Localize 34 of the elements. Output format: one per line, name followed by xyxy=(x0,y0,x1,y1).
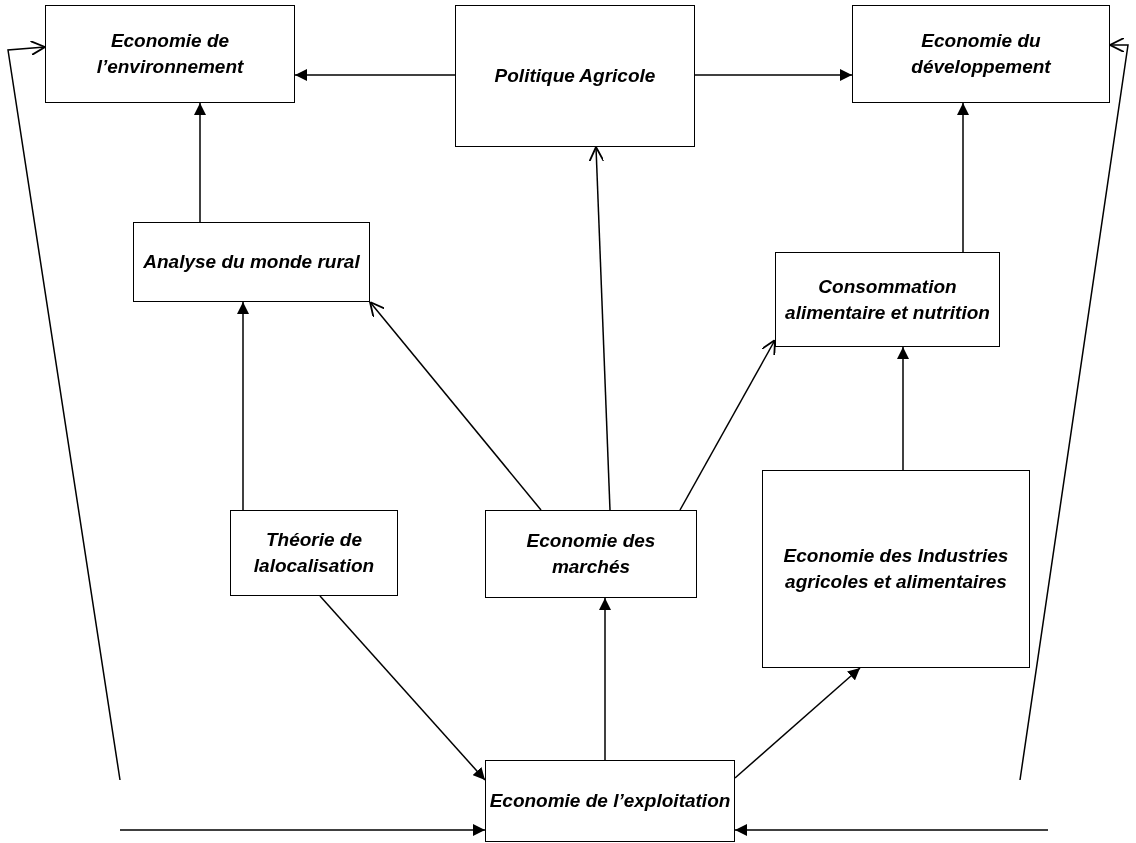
box xyxy=(485,510,697,598)
box xyxy=(455,5,695,147)
arrow xyxy=(734,824,1049,836)
box xyxy=(485,760,735,842)
arrow xyxy=(237,301,249,511)
node-label: Economie de l’environnement xyxy=(95,29,245,79)
arrow xyxy=(369,301,542,511)
arrow xyxy=(734,667,861,779)
arrow xyxy=(599,597,611,761)
arrow xyxy=(319,595,486,781)
arrow xyxy=(694,69,853,81)
node-label: Economie de l’exploitation xyxy=(489,789,731,814)
node-label: Théorie de lalocalisation xyxy=(252,528,376,578)
arrow xyxy=(957,102,969,253)
arrow xyxy=(897,346,909,471)
arrow xyxy=(1019,37,1129,781)
node-label: Analyse du monde rural xyxy=(143,250,360,275)
node-label: Economie des marchés xyxy=(525,529,657,579)
box xyxy=(133,222,370,302)
node-label: Economie des Industries agricoles et alimentaires xyxy=(782,544,1010,594)
box xyxy=(230,510,398,596)
box xyxy=(762,470,1030,668)
box xyxy=(852,5,1110,103)
box xyxy=(775,252,1000,347)
node-label: Politique Agricole xyxy=(494,64,656,89)
arrow xyxy=(294,69,456,81)
arrow xyxy=(7,40,121,781)
arrow xyxy=(119,824,486,836)
node-label: Economie du développement xyxy=(910,29,1052,79)
arrow xyxy=(679,339,776,511)
box xyxy=(45,5,295,103)
node-label: Consommation alimentaire et nutrition xyxy=(784,274,991,325)
arrow xyxy=(588,146,611,511)
arrow xyxy=(194,102,206,223)
